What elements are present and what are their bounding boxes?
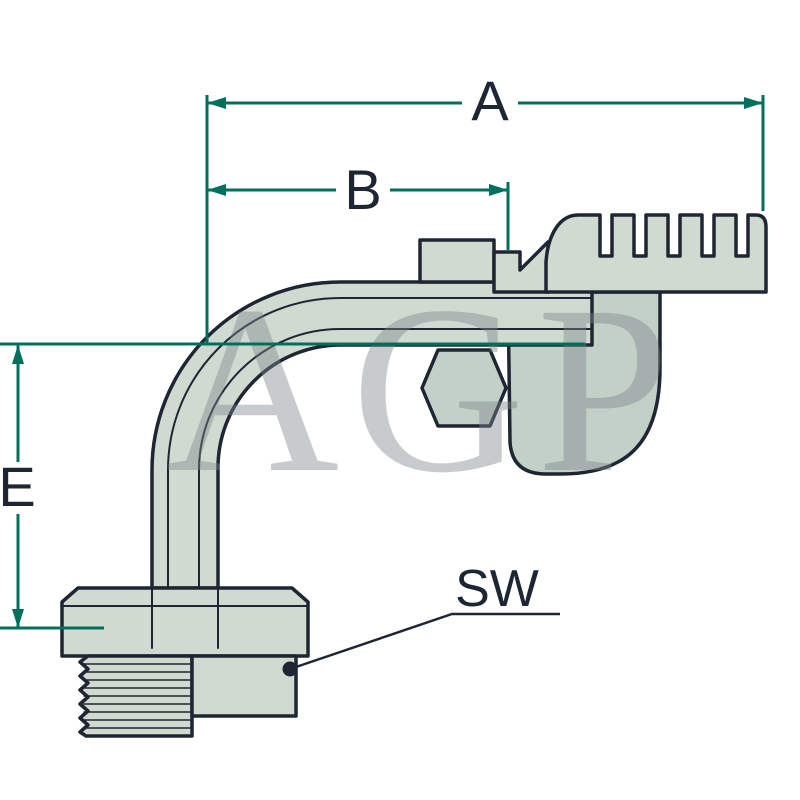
elbow-tube <box>150 280 594 590</box>
tube-bore-line-outer <box>167 297 593 589</box>
dim-b-label-bg <box>336 164 390 214</box>
fitting-drawing <box>60 213 768 738</box>
dim-a-arrow-left <box>207 97 226 109</box>
dim-e-arrow-bottom <box>12 609 24 628</box>
dim-label-a: A <box>471 69 509 132</box>
dim-a-label-bg <box>462 76 518 128</box>
sw-label: SW <box>455 560 539 618</box>
watermark-text: AGP <box>166 256 682 522</box>
tube-in-nut-lines <box>151 588 219 649</box>
hex-flat <box>420 348 508 428</box>
tube-bore-line-inner <box>198 328 593 589</box>
dimension-lines: A B E <box>0 69 765 630</box>
swivel-nut <box>60 586 310 658</box>
dim-a-arrow-right <box>744 97 763 109</box>
dim-b-arrow-left <box>207 184 226 196</box>
dim-b-arrow-right <box>489 184 508 196</box>
nut-lower-block <box>190 654 298 718</box>
thread-lines <box>83 663 191 729</box>
sw-dot <box>282 661 298 677</box>
dim-label-b: B <box>344 158 381 221</box>
serrated-shank <box>544 213 768 294</box>
dim-e-label-bg <box>0 462 36 514</box>
sw-leader-line <box>289 612 560 671</box>
dim-label-e: E <box>0 455 36 518</box>
dim-e-arrow-top <box>12 345 24 364</box>
collar <box>418 238 496 284</box>
sw-annotation: SW <box>282 560 560 677</box>
